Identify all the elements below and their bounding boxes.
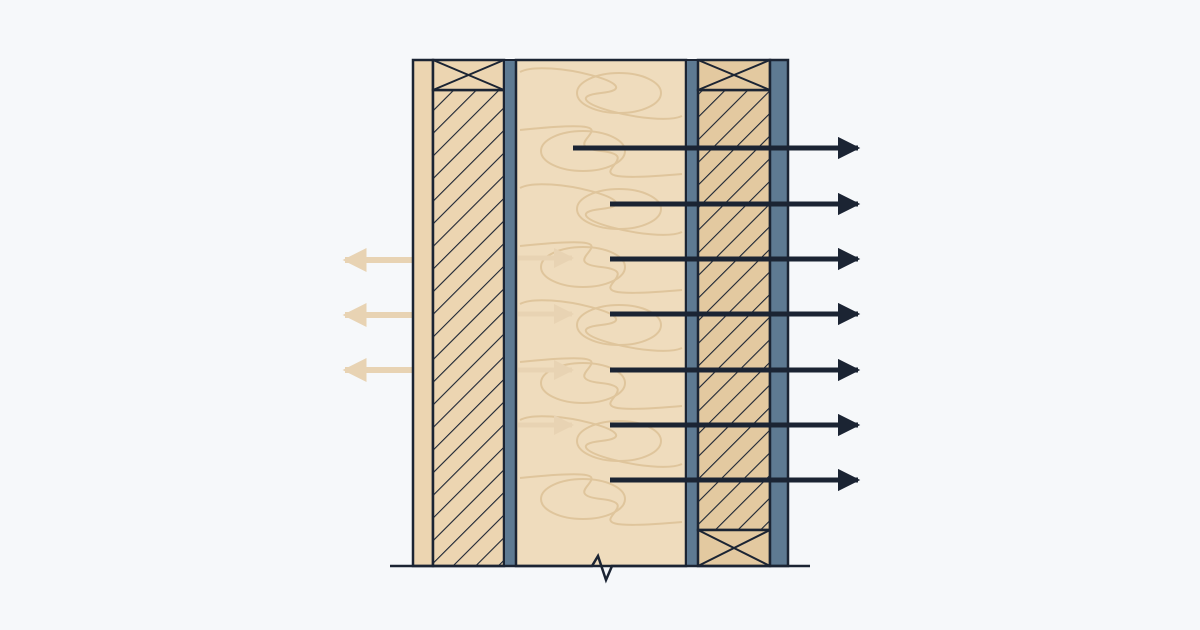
inner-hatched-panel [431, 58, 506, 568]
vapor-barrier [503, 59, 517, 567]
insulation-loop [540, 130, 626, 172]
interior-board [411, 58, 435, 568]
insulation-swirl [519, 299, 683, 352]
insulation-loop [540, 478, 626, 520]
insulation-loop [576, 304, 662, 346]
insulation-loop [576, 420, 662, 462]
faint-inner-arrows [518, 248, 574, 435]
faint-left-arrows [342, 248, 420, 382]
top-plate-outer-cross-2 [697, 59, 771, 91]
insulation-swirl [519, 183, 683, 236]
insulation-swirl [519, 473, 683, 526]
insulation-loop [576, 188, 662, 230]
insulation-swirl [519, 67, 683, 120]
bottom-plate-cross-2 [697, 529, 771, 567]
insulation-loop [540, 362, 626, 404]
insulation-swirl [519, 357, 683, 410]
insulation-swirl [519, 241, 683, 294]
insulation-loop [576, 72, 662, 114]
insulation-loop [540, 246, 626, 288]
top-plate-cross-2 [432, 59, 505, 91]
heat-flow-arrows [573, 136, 861, 492]
ground-break-line [390, 553, 810, 584]
insulation-swirl [519, 125, 683, 178]
insulation-swirls [519, 67, 683, 526]
